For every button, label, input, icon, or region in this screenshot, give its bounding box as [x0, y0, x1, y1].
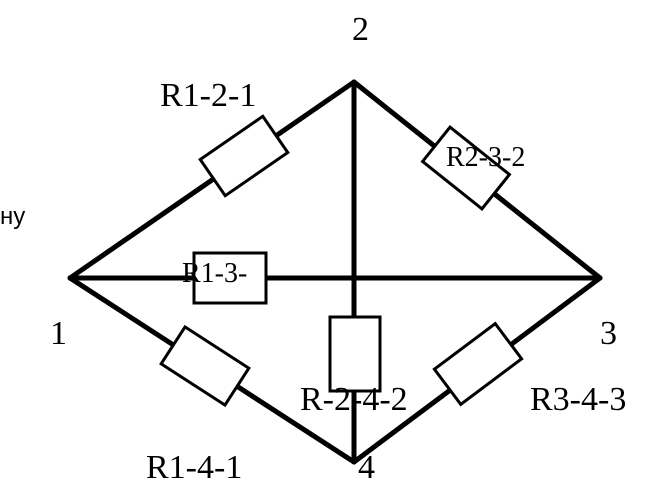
node-label-3: 3	[600, 315, 617, 352]
resistor-label-r13: R1-3-	[182, 258, 247, 289]
resistor-r23	[420, 124, 512, 212]
resistor-r12	[198, 114, 290, 198]
resistor-r34	[432, 321, 524, 407]
resistor-r14	[159, 324, 251, 408]
node-label-2: 2	[352, 11, 369, 48]
resistor-label-r12: R1-2-1	[160, 77, 256, 114]
fragment-text: ну	[0, 203, 25, 230]
resistor-label-r14: R1-4-1	[146, 449, 242, 486]
node-label-4: 4	[358, 449, 375, 486]
resistor-r13	[192, 251, 268, 305]
node-label-1: 1	[50, 315, 67, 352]
resistor-r24	[328, 315, 382, 393]
resistor-label-r24: R-2-4-2	[300, 381, 408, 418]
resistor-label-r23: R2-3-2	[446, 142, 525, 173]
resistor-label-r34: R3-4-3	[530, 381, 626, 418]
wire-1-2	[67, 79, 357, 281]
